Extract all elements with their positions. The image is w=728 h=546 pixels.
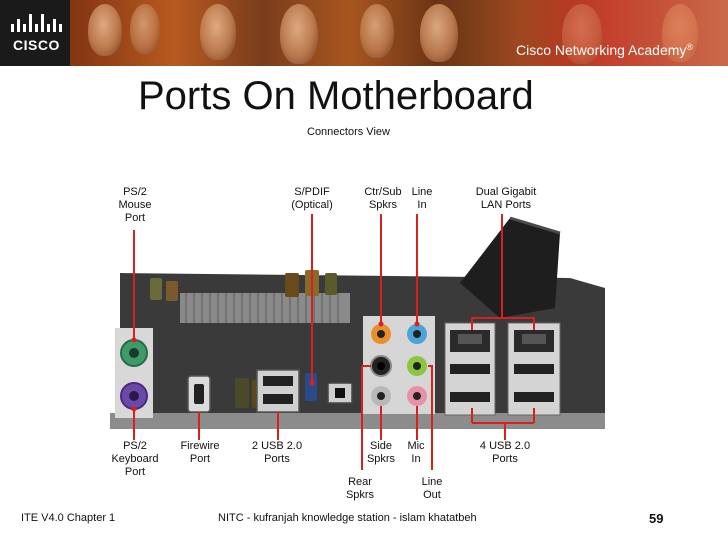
- cisco-logo-icon: [11, 14, 62, 32]
- motherboard-figure: PS/2 Mouse Port S/PDIF (Optical) Ctr/Sub…: [100, 178, 605, 510]
- academy-brand: Cisco Networking Academy®: [516, 42, 693, 58]
- banner-photo-face: [360, 4, 394, 58]
- lan-usb-stack-left: [444, 322, 496, 416]
- banner-photo-face: [420, 4, 458, 62]
- rear-spkrs-label: Rear Spkrs: [345, 476, 375, 501]
- heatsink-fins: [185, 293, 339, 323]
- ctr-sub-label: Ctr/Sub Spkrs: [364, 186, 402, 211]
- banner-photo-face: [280, 4, 318, 64]
- ps2-mouse-label: PS/2 Mouse Port: [118, 186, 152, 224]
- lan-usb-stack-right: [507, 322, 561, 416]
- slide-title: Ports On Motherboard: [138, 74, 534, 118]
- usb-2-label: 2 USB 2.0 Ports: [251, 440, 303, 465]
- dual-lan-label: Dual Gigabit LAN Ports: [475, 186, 537, 211]
- academy-mark: ®: [686, 42, 694, 52]
- banner-photo-face: [88, 4, 122, 56]
- page-number: 59: [649, 511, 664, 526]
- banner-photo-face: [200, 4, 236, 60]
- footer-credit: NITC - kufranjah knowledge station - isl…: [218, 512, 477, 524]
- cisco-logo-text: CISCO: [13, 37, 60, 53]
- firewire-label: Firewire Port: [180, 440, 220, 465]
- footer-chapter: ITE V4.0 Chapter 1: [21, 512, 116, 524]
- side-spkrs-label: Side Spkrs: [366, 440, 396, 465]
- lan-heatsink: [460, 218, 560, 318]
- heatsink: [180, 293, 350, 323]
- spdif-label: S/PDIF (Optical): [291, 186, 333, 211]
- pointer-lines: [133, 214, 535, 470]
- rear-panel-strip: [110, 413, 605, 429]
- line-out-label: Line Out: [421, 476, 443, 501]
- mic-in-label: Mic In: [407, 440, 425, 465]
- banner-fade: [468, 0, 728, 66]
- banner-photo-face: [130, 4, 160, 54]
- cisco-logo: CISCO: [0, 0, 70, 66]
- usb-4-label: 4 USB 2.0 Ports: [479, 440, 531, 465]
- slide-subtitle: Connectors View: [307, 126, 390, 138]
- line-in-label: Line In: [411, 186, 433, 211]
- ps2-keyboard-label: PS/2 Keyboard Port: [111, 440, 159, 478]
- motherboard-io-panel-image: [110, 214, 605, 470]
- header-banner: CISCO Cisco Networking Academy®: [0, 0, 728, 66]
- academy-text: Cisco Networking Academy: [516, 42, 687, 58]
